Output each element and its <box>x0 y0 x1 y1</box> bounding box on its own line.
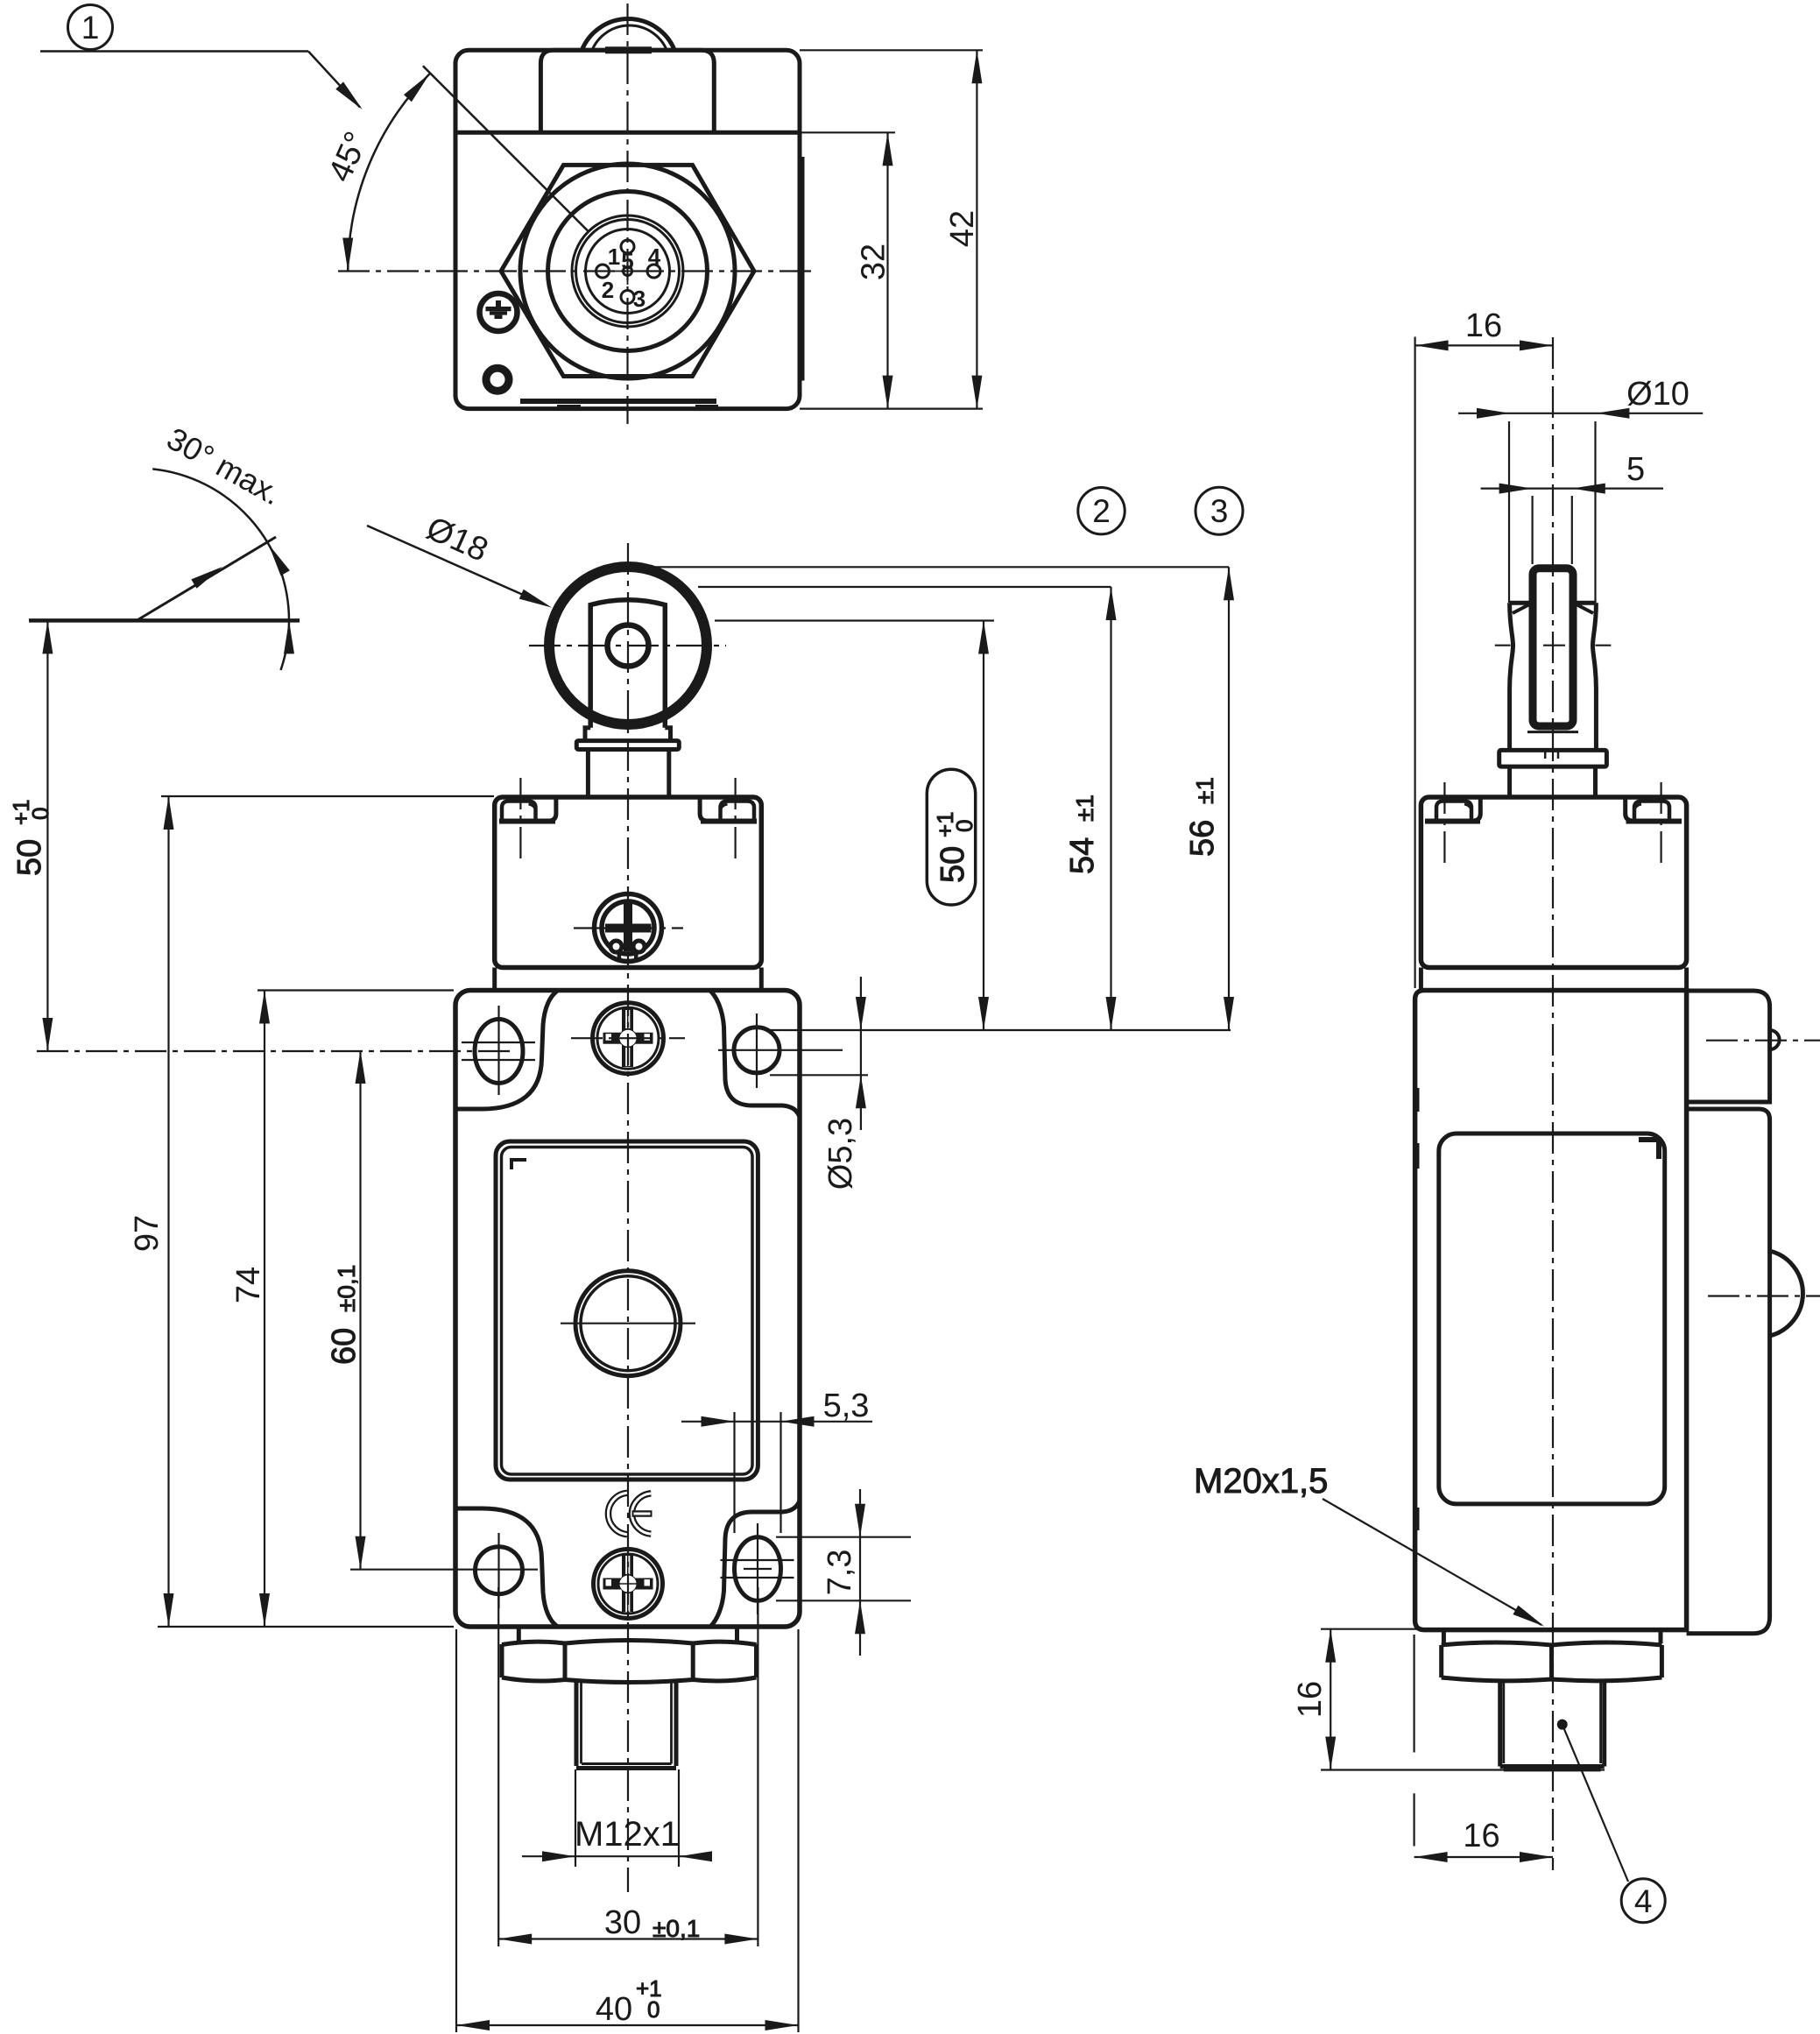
svg-text:3: 3 <box>633 286 645 312</box>
svg-text:2: 2 <box>1092 493 1111 529</box>
svg-text:4: 4 <box>1634 1883 1653 1919</box>
svg-text:60: 60 <box>326 1328 363 1365</box>
svg-text:42: 42 <box>944 210 981 247</box>
svg-text:0: 0 <box>951 820 977 832</box>
svg-text:±0,1: ±0,1 <box>653 1915 700 1942</box>
svg-text:56: 56 <box>1184 820 1221 857</box>
svg-text:50: 50 <box>11 839 48 876</box>
svg-text:30: 30 <box>604 1904 641 1941</box>
svg-text:1: 1 <box>608 244 620 270</box>
svg-text:+1: +1 <box>636 1975 662 2002</box>
svg-text:16: 16 <box>1292 1681 1329 1718</box>
svg-text:Ø18: Ø18 <box>421 510 494 569</box>
svg-text:45°: 45° <box>321 126 376 187</box>
svg-text:4: 4 <box>648 244 661 270</box>
svg-text:±1: ±1 <box>1071 795 1098 822</box>
svg-text:16: 16 <box>1465 307 1502 344</box>
svg-text:74: 74 <box>230 1267 267 1303</box>
svg-text:7,3: 7,3 <box>822 1550 858 1596</box>
svg-text:5,3: 5,3 <box>823 1388 870 1424</box>
svg-text:±0,1: ±0,1 <box>333 1265 360 1312</box>
svg-text:5: 5 <box>1626 451 1645 488</box>
svg-text:Ø5,3: Ø5,3 <box>822 1118 859 1190</box>
svg-text:±1: ±1 <box>1191 777 1218 804</box>
svg-text:0: 0 <box>647 1996 660 2023</box>
svg-text:40: 40 <box>596 1991 632 2028</box>
svg-text:16: 16 <box>1463 1818 1499 1854</box>
svg-text:+1: +1 <box>8 799 34 825</box>
svg-text:97: 97 <box>129 1215 166 1252</box>
svg-text:1: 1 <box>81 10 100 46</box>
svg-text:32: 32 <box>856 244 892 280</box>
svg-text:0: 0 <box>27 808 53 820</box>
svg-text:M12x1: M12x1 <box>575 1815 680 1854</box>
svg-text:2: 2 <box>602 277 614 303</box>
svg-text:Ø10: Ø10 <box>1626 376 1689 413</box>
svg-text:+1: +1 <box>932 811 958 837</box>
svg-text:3: 3 <box>1210 493 1229 529</box>
svg-text:M20x1,5: M20x1,5 <box>1194 1462 1328 1501</box>
svg-text:30° max.: 30° max. <box>161 420 287 512</box>
svg-text:50: 50 <box>935 846 971 883</box>
svg-text:54: 54 <box>1064 837 1101 874</box>
